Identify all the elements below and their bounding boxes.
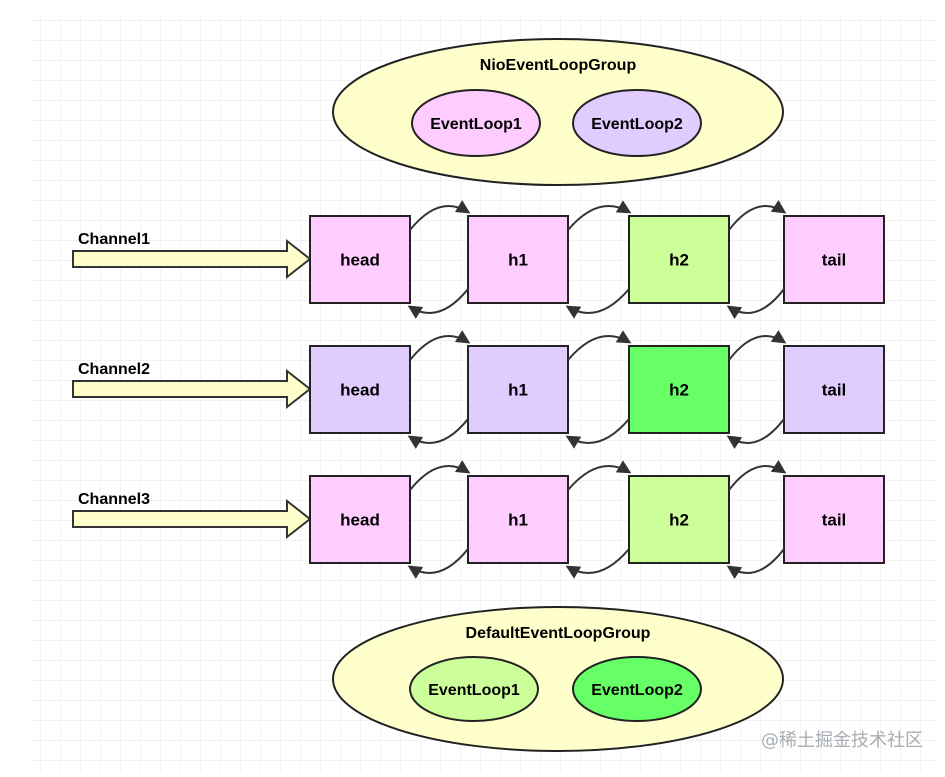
handler-box-tail [783, 345, 885, 434]
backward-connector-arrow [565, 548, 630, 579]
nio-event-loop-2 [572, 89, 702, 157]
handler-label: h2 [669, 511, 689, 530]
forward-connector-arrow [567, 330, 632, 361]
forward-connector-arrow [409, 460, 471, 491]
channel-row-3: Channel3 head h1 h2 tail [72, 460, 885, 579]
default-event-loop-1 [409, 656, 539, 722]
backward-connector-arrow [565, 288, 630, 319]
handler-box-h1 [467, 215, 569, 304]
handler-box-head [309, 345, 411, 434]
forward-connector-arrow [728, 330, 787, 361]
forward-connector-arrow [567, 200, 632, 231]
forward-connector-arrow [567, 460, 632, 491]
handler-label: h1 [508, 251, 528, 270]
default-event-loop-2-label: EventLoop2 [591, 682, 683, 699]
handler-label: h1 [508, 511, 528, 530]
channel-row-2: Channel2 head h1 h2 tail [72, 330, 885, 449]
backward-connector-arrow [407, 548, 469, 579]
default-event-loop-1-label: EventLoop1 [428, 682, 520, 699]
handler-label: head [340, 251, 380, 270]
default-event-loop-group: DefaultEventLoopGroup EventLoop1 EventLo… [332, 606, 784, 752]
backward-connector-arrow [407, 418, 469, 449]
handler-label: head [340, 381, 380, 400]
default-group-label: DefaultEventLoopGroup [466, 625, 651, 642]
handler-box-h1 [467, 475, 569, 564]
backward-connector-arrow [726, 548, 785, 579]
handler-box-h2 [628, 475, 730, 564]
handler-box-head [309, 475, 411, 564]
channel-label: Channel1 [78, 231, 150, 248]
backward-connector-arrow [407, 288, 469, 319]
handler-label: h2 [669, 381, 689, 400]
watermark: @稀土掘金技术社区 [761, 730, 923, 751]
handler-box-head [309, 215, 411, 304]
channel-input-arrow [72, 498, 312, 540]
nio-group-label: NioEventLoopGroup [480, 57, 637, 74]
handler-label: h1 [508, 381, 528, 400]
forward-connector-arrow [409, 330, 471, 361]
handler-box-h1 [467, 345, 569, 434]
handler-box-tail [783, 475, 885, 564]
handler-label: tail [822, 251, 847, 270]
forward-connector-arrow [728, 200, 787, 231]
nio-event-loop-2-label: EventLoop2 [591, 116, 683, 133]
backward-connector-arrow [726, 418, 785, 449]
nio-event-loop-1-label: EventLoop1 [430, 116, 522, 133]
handler-box-h2 [628, 345, 730, 434]
backward-connector-arrow [565, 418, 630, 449]
handler-label: tail [822, 511, 847, 530]
handler-box-h2 [628, 215, 730, 304]
nio-event-loop-1 [411, 89, 541, 157]
handler-label: head [340, 511, 380, 530]
channel-row-1: Channel1 head h1 h2 tail [72, 200, 885, 319]
channel-input-arrow [72, 368, 312, 410]
channel-input-arrow [72, 238, 312, 280]
forward-connector-arrow [409, 200, 471, 231]
channel-label: Channel2 [78, 361, 150, 378]
handler-label: tail [822, 381, 847, 400]
handler-box-tail [783, 215, 885, 304]
forward-connector-arrow [728, 460, 787, 491]
channel-label: Channel3 [78, 491, 150, 508]
backward-connector-arrow [726, 288, 785, 319]
handler-label: h2 [669, 251, 689, 270]
nio-event-loop-group: NioEventLoopGroup EventLoop1 EventLoop2 [332, 38, 784, 186]
default-event-loop-2 [572, 656, 702, 722]
